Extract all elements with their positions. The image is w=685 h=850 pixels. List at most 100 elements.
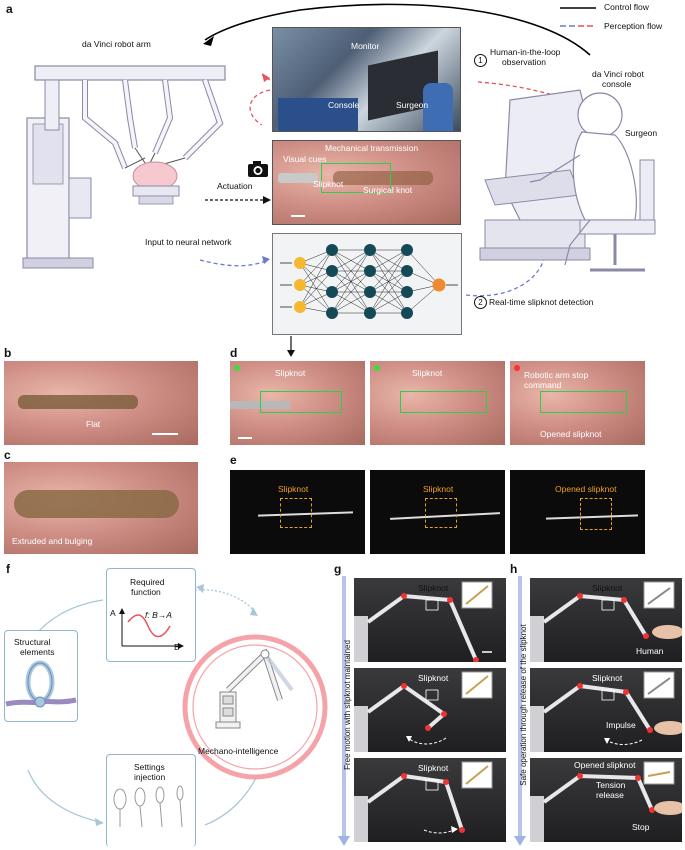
- robot-console-label-1: da Vinci robot: [592, 69, 644, 79]
- function-plot: [119, 608, 184, 649]
- photo-operating-room: Monitor Console Surgeon: [272, 27, 461, 132]
- axis-b-label: B: [174, 642, 180, 652]
- control-flow-arc: [203, 3, 591, 56]
- photo-h-3: Opened slipknot Tension release Stop: [530, 758, 682, 842]
- davinci-robot-illustration: [22, 65, 226, 269]
- surgeon-label: Surgeon: [625, 128, 658, 138]
- d-opened-slipknot: Opened slipknot: [540, 429, 602, 439]
- h1-robot-arm: [530, 581, 682, 662]
- actuation-label: Actuation: [217, 181, 253, 191]
- photo-g-2: Slipknot: [354, 668, 506, 752]
- func-label: f: B→A: [145, 610, 172, 620]
- h-human-label: Human: [636, 646, 664, 656]
- g3-robot-arm: [354, 761, 493, 842]
- console-photo-label: Console: [328, 100, 360, 110]
- h-slipknot-2: Slipknot: [592, 673, 623, 683]
- g-side-arrow: [338, 576, 350, 846]
- h2-robot-arm: [530, 671, 682, 752]
- legend-control: Control flow: [604, 2, 649, 12]
- mask-e-2: Slipknot: [370, 470, 505, 554]
- surgical-knot-label: Surgical knot: [363, 185, 413, 195]
- robot-arm-label: da Vinci robot arm: [82, 39, 151, 49]
- robot-console-label-2: console: [602, 79, 632, 89]
- human-loop-num: 1: [474, 54, 487, 67]
- h3-robot-arm: [530, 761, 682, 842]
- panel-c-letter: c: [4, 448, 11, 462]
- slipknot-photo-label: Slipknot: [313, 179, 344, 189]
- panel-b-letter: b: [4, 346, 12, 360]
- mechano-intelligence-circle: [182, 634, 328, 780]
- mechano-label: Mechano-intelligence: [198, 746, 279, 756]
- h-stop-label: Stop: [632, 822, 650, 832]
- photo-extruded-suture: Extruded and bulging: [4, 462, 198, 554]
- camera-icon: [248, 161, 268, 177]
- visual-cues-label: Visual cues: [283, 154, 327, 164]
- photo-g-3: Slipknot: [354, 758, 506, 842]
- surgeon-photo-label: Surgeon: [396, 100, 429, 110]
- panel-g-letter: g: [334, 562, 342, 576]
- structural-label-2: elements: [20, 647, 55, 657]
- settings-label-2: injection: [134, 772, 166, 782]
- status-dot-red: [514, 365, 520, 371]
- legend-perception: Perception flow: [604, 21, 663, 31]
- photo-g-1: Slipknot: [354, 578, 506, 662]
- flat-label: Flat: [86, 419, 101, 429]
- human-loop-label-2: observation: [502, 57, 546, 67]
- photo-h-2: Slipknot Impulse: [530, 668, 682, 752]
- panel-h-letter: h: [510, 562, 518, 576]
- photo-d-1: Slipknot: [230, 361, 365, 445]
- e-slipknot-2: Slipknot: [423, 484, 454, 494]
- settings-label-1: Settings: [134, 762, 165, 772]
- h-impulse-label: Impulse: [606, 720, 636, 730]
- detection-label: Real-time slipknot detection: [489, 297, 594, 307]
- mask-e-3: Opened slipknot: [510, 470, 645, 554]
- detection-num: 2: [474, 296, 487, 309]
- mask-e-1: Slipknot: [230, 470, 365, 554]
- panel-d-letter: d: [230, 346, 238, 360]
- panel-a-letter: a: [6, 2, 13, 16]
- h-side-arrow: [514, 576, 526, 846]
- panel-e-letter: e: [230, 453, 237, 467]
- mech-trans-label: Mechanical transmission: [325, 143, 419, 153]
- monitor-label: Monitor: [351, 41, 380, 51]
- d-slipknot-2: Slipknot: [412, 368, 443, 378]
- human-loop-label-1: Human-in-the-loop: [490, 47, 561, 57]
- g-slipknot-1: Slipknot: [418, 583, 449, 593]
- neural-network-diagram: [280, 244, 458, 319]
- h-slipknot-1: Slipknot: [592, 583, 623, 593]
- photo-surgical-view: Mechanical transmission Visual cues Slip…: [272, 140, 461, 225]
- h-tension-1: Tension: [596, 780, 626, 790]
- d-stop-1: Robotic arm stop: [524, 370, 589, 380]
- status-dot-green-1: [234, 365, 240, 371]
- d-stop-2: command: [524, 380, 562, 390]
- h-tension-2: release: [596, 790, 624, 800]
- photo-h-1: Slipknot Human: [530, 578, 682, 662]
- structural-label-1: Structural: [14, 637, 51, 647]
- d-slipknot-1: Slipknot: [275, 368, 306, 378]
- actuation-arrow: [205, 196, 271, 204]
- g-side-label: Free motion with slipknot maintained: [343, 640, 352, 770]
- axis-a-label: A: [110, 608, 116, 618]
- settings-injection-box: [106, 754, 196, 847]
- h-opened-slipknot: Opened slipknot: [574, 760, 636, 770]
- legend-lines: [560, 7, 596, 27]
- required-label-1: Required: [130, 577, 165, 587]
- panel-f-letter: f: [6, 562, 10, 576]
- photo-flat-suture: Flat: [4, 361, 198, 445]
- perception-arrows: [199, 73, 591, 357]
- e-slipknot-1: Slipknot: [278, 484, 309, 494]
- g-slipknot-2: Slipknot: [418, 673, 449, 683]
- slipknot-rope-illustration: [5, 660, 77, 708]
- photo-d-2: Slipknot: [370, 361, 505, 445]
- console-surgeon-illustration: [479, 89, 656, 272]
- extruded-label: Extruded and bulging: [12, 536, 93, 546]
- g2-robot-arm: [354, 671, 493, 752]
- status-dot-green-2: [374, 365, 380, 371]
- photo-d-3: Robotic arm stop command Opened slipknot: [510, 361, 645, 445]
- g1-robot-arm: [354, 581, 493, 662]
- knot-variants-illustration: [113, 785, 184, 828]
- h-side-label: Safe operation through release of the sl…: [519, 624, 528, 786]
- input-nn-label: Input to neural network: [145, 237, 232, 247]
- g-slipknot-3: Slipknot: [418, 763, 449, 773]
- required-label-2: function: [131, 587, 161, 597]
